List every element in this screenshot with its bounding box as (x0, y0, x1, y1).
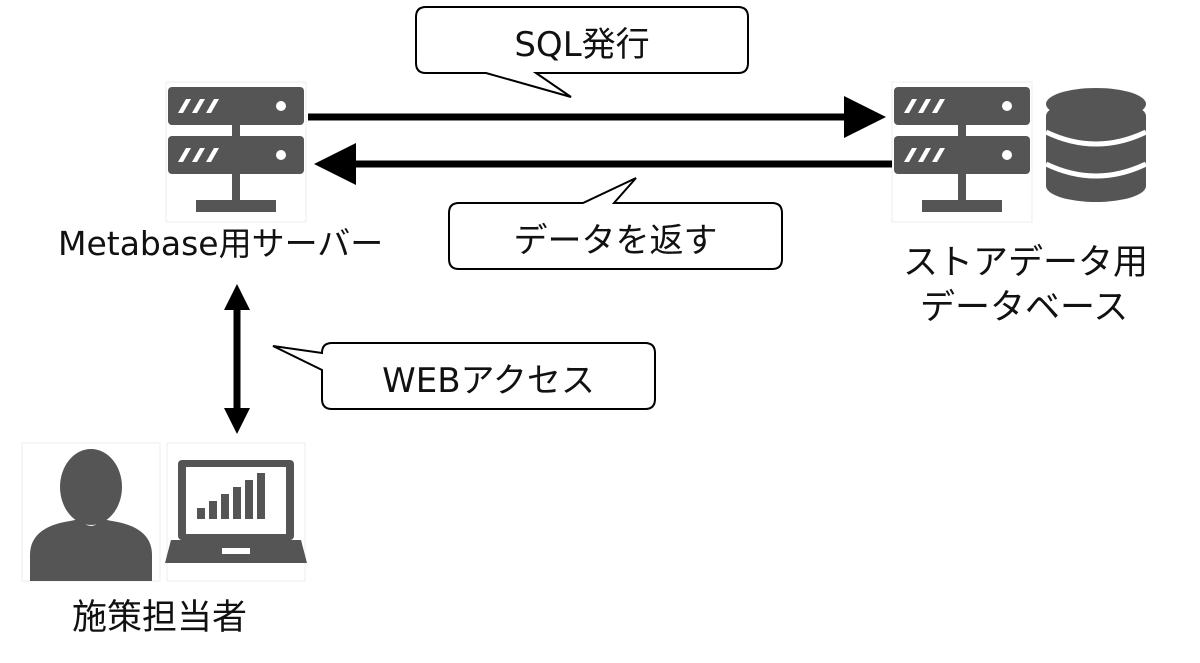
server-icon (165, 81, 307, 223)
person-icon (21, 442, 161, 582)
store-server-icon (891, 81, 1033, 223)
sql-callout-bubble (415, 6, 749, 98)
store-db-label-line1: ストアデータ用 (903, 243, 1149, 283)
store-db-label-line2: データベース (920, 288, 1129, 328)
sql-callout-text: SQL発行 (514, 25, 650, 65)
metabase-server-label: Metabase用サーバー (58, 224, 384, 263)
web-access-callout-text: WEBアクセス (382, 361, 595, 401)
return-data-callout-bubble (448, 177, 783, 270)
web-access-callout-bubble (272, 342, 656, 410)
person-role-label: 施策担当者 (72, 598, 248, 638)
return-data-callout-text: データを返す (513, 221, 718, 261)
database-icon (1044, 88, 1148, 202)
laptop-chart-icon (165, 442, 307, 582)
web-access-arrow (224, 284, 250, 434)
